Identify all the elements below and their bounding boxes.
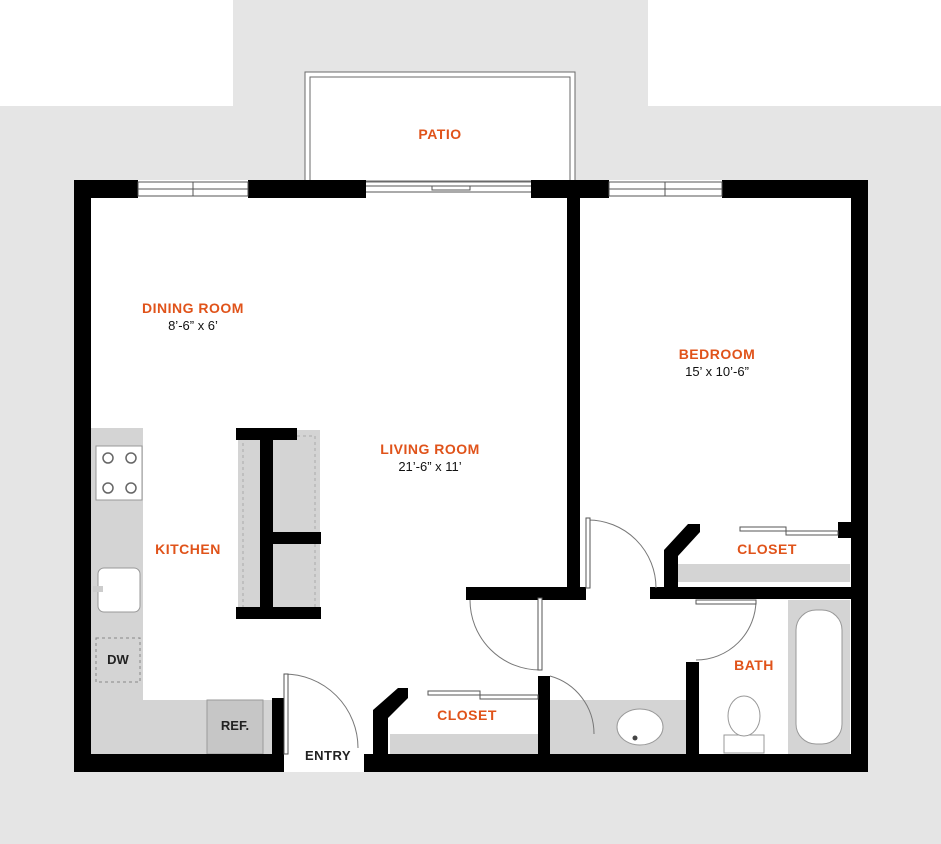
closet-sliding-doors xyxy=(427,526,839,700)
island-wall-top xyxy=(236,428,297,440)
kitchen-sink xyxy=(97,567,141,613)
sink-faucet-icon xyxy=(93,586,103,592)
refrigerator-label: REF. xyxy=(220,718,250,733)
entry-closet-shelf xyxy=(390,734,538,754)
interior-walls xyxy=(272,196,868,760)
bedroom-closet-shelf xyxy=(678,564,850,582)
living-room-label: LIVING ROOM xyxy=(380,441,480,457)
patio-label: PATIO xyxy=(418,126,462,142)
patio-sliding-door xyxy=(366,185,531,193)
entry-closet-label: CLOSET xyxy=(437,707,497,723)
dining-room-size: 8’-6” x 6’ xyxy=(168,318,218,333)
island-wall xyxy=(260,430,273,618)
dishwasher-label: DW xyxy=(107,652,129,667)
stove-burner-icon xyxy=(102,482,114,494)
patio-inner-line xyxy=(309,76,571,182)
bedroom-size: 15’ x 10’-6” xyxy=(685,364,749,379)
toilet-bowl-icon xyxy=(727,695,761,737)
bedroom-label: BEDROOM xyxy=(678,346,756,362)
stove-burner-icon xyxy=(102,452,114,464)
exterior-walls xyxy=(74,180,868,772)
entry-label: ENTRY xyxy=(304,748,352,763)
door-leaves xyxy=(283,517,757,755)
sink-drain-icon xyxy=(632,735,638,741)
island-counter xyxy=(238,430,320,618)
living-room-size: 21’-6” x 11’ xyxy=(398,459,462,474)
dishwasher-outline xyxy=(95,637,141,683)
refrigerator xyxy=(206,699,264,755)
dining-room-label: DINING ROOM xyxy=(142,300,244,316)
stove-burner-icon xyxy=(125,482,137,494)
kitchen-label: KITCHEN xyxy=(155,541,221,557)
door-swings xyxy=(283,519,757,749)
window-panes xyxy=(138,182,722,196)
island-wall-mid xyxy=(260,532,321,544)
stove-burner-icon xyxy=(125,452,137,464)
interior-floor xyxy=(74,180,868,772)
island-wall-bottom xyxy=(236,607,321,619)
bathtub-basin xyxy=(795,609,843,745)
toilet-tank xyxy=(723,734,765,754)
bath-label: BATH xyxy=(734,657,774,673)
patio-area xyxy=(304,71,576,183)
bath-sink-icon xyxy=(616,708,664,746)
bedroom-closet-label: CLOSET xyxy=(737,541,797,557)
